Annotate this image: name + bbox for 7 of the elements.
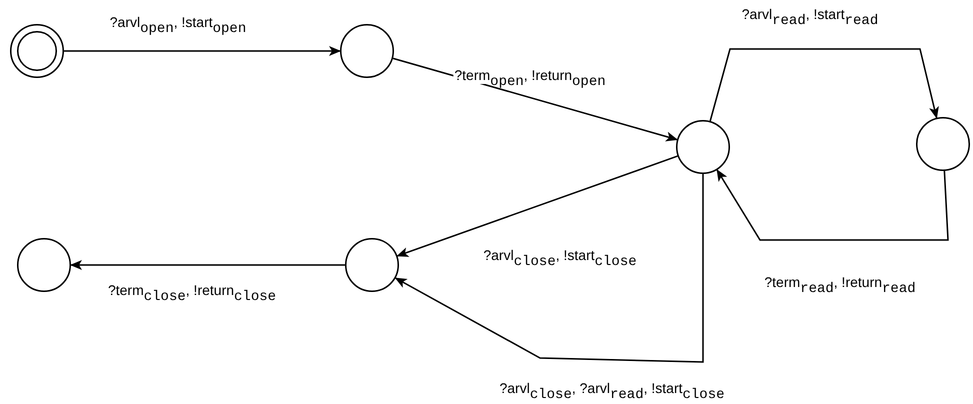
transition-arrow xyxy=(64,46,341,56)
transition-arrow xyxy=(392,58,678,142)
transition-arrow xyxy=(396,155,678,257)
transition-arrow xyxy=(709,48,939,122)
transition-arrow xyxy=(394,174,704,363)
transition-arrow xyxy=(716,169,949,241)
transition-arrow xyxy=(70,260,345,270)
